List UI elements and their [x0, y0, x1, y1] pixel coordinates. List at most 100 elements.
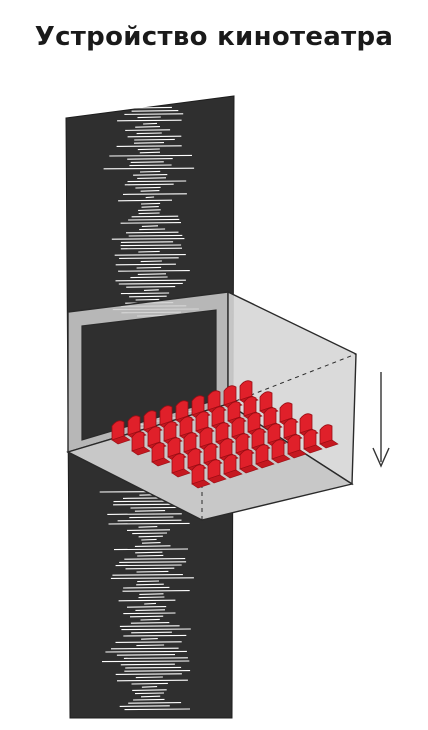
waveform-line: [110, 577, 194, 579]
seat: [259, 391, 273, 412]
waveform-line: [132, 689, 167, 691]
waveform-line: [120, 241, 174, 243]
waveform-line: [120, 247, 183, 250]
waveform-line: [139, 593, 164, 595]
waveform-line: [119, 561, 187, 563]
waveform-line: [127, 180, 187, 183]
waveform-line: [122, 590, 190, 592]
waveform-line: [138, 212, 160, 215]
seat-cushion: [319, 439, 339, 449]
waveform-line: [140, 202, 161, 205]
seat: [219, 438, 233, 459]
waveform-line: [124, 183, 174, 186]
waveform-line: [118, 599, 176, 602]
seat: [191, 464, 205, 485]
seat: [243, 396, 257, 417]
waveform-line: [136, 266, 162, 269]
waveform-line: [118, 270, 190, 272]
waveform-line: [124, 708, 191, 711]
seat: [227, 401, 241, 422]
seat: [251, 428, 265, 449]
waveform-line: [135, 126, 161, 128]
seat: [203, 443, 217, 464]
waveform-line: [134, 545, 171, 547]
seat: [151, 442, 165, 463]
waveform-line: [130, 276, 168, 279]
seat-cushion: [207, 474, 227, 484]
waveform-line: [121, 628, 191, 631]
waveform-line: [135, 551, 163, 554]
seat: [167, 437, 181, 458]
waveform-line: [129, 164, 172, 167]
waveform-line: [115, 641, 182, 643]
waveform-line: [126, 286, 176, 288]
waveform-line: [143, 289, 159, 291]
waveform-line: [129, 516, 174, 519]
seat: [299, 413, 313, 434]
seat: [111, 420, 125, 441]
waveform-line: [105, 650, 187, 653]
seat: [171, 453, 185, 474]
waveform-line: [138, 526, 158, 528]
waveform-line: [128, 702, 182, 704]
seat: [267, 423, 281, 444]
seat: [179, 416, 193, 437]
waveform-line: [134, 138, 175, 141]
waveform-line: [128, 218, 180, 221]
seat-cushion: [223, 469, 243, 479]
waveform-line: [138, 209, 161, 211]
waveform-line: [112, 574, 183, 576]
seat-cushion: [271, 454, 291, 464]
waveform-line: [117, 519, 182, 522]
waveform-line: [138, 535, 163, 538]
seat: [239, 380, 253, 401]
waveform-line: [125, 231, 179, 234]
seat-cushion: [255, 459, 275, 469]
waveform-line: [141, 686, 158, 688]
seat: [131, 431, 145, 452]
waveform-line: [135, 186, 161, 189]
arrow-down-icon: [372, 372, 390, 468]
seat: [199, 427, 213, 448]
waveform-line: [133, 698, 165, 701]
waveform-line: [144, 602, 157, 605]
waveform-line: [140, 695, 161, 698]
seat-cushion: [239, 464, 259, 474]
waveform-line: [123, 657, 188, 659]
waveform-line: [129, 295, 167, 298]
waveform-line: [141, 542, 161, 544]
waveform-line: [128, 234, 183, 237]
page-title: Устройство кинотеатра: [34, 22, 394, 52]
seat: [187, 448, 201, 469]
seat: [283, 418, 297, 439]
seat-cushion: [191, 479, 211, 489]
waveform-line: [123, 612, 176, 615]
waveform-line: [119, 705, 170, 707]
waveform-line: [131, 682, 168, 685]
waveform-line: [111, 238, 185, 240]
waveform-line: [137, 273, 167, 275]
waveform-line: [114, 254, 186, 256]
seat: [159, 405, 173, 426]
waveform-line: [143, 122, 158, 125]
seat: [215, 422, 229, 443]
seat: [195, 411, 209, 432]
waveform-line: [138, 250, 160, 253]
seat: [163, 421, 177, 442]
seat: [207, 390, 221, 411]
seat: [183, 432, 197, 453]
waveform-line: [137, 554, 164, 557]
waveform-line: [134, 692, 165, 695]
waveform-line: [108, 522, 190, 525]
seat: [279, 402, 293, 423]
waveform-line: [123, 634, 187, 637]
waveform-line: [136, 132, 162, 135]
seat: [191, 395, 205, 416]
waveform-line: [138, 596, 165, 599]
hidden-edge: [227, 353, 357, 405]
waveform-line: [132, 532, 168, 535]
waveform-line: [135, 298, 160, 301]
waveform-line: [133, 142, 165, 144]
seat: [239, 449, 253, 470]
